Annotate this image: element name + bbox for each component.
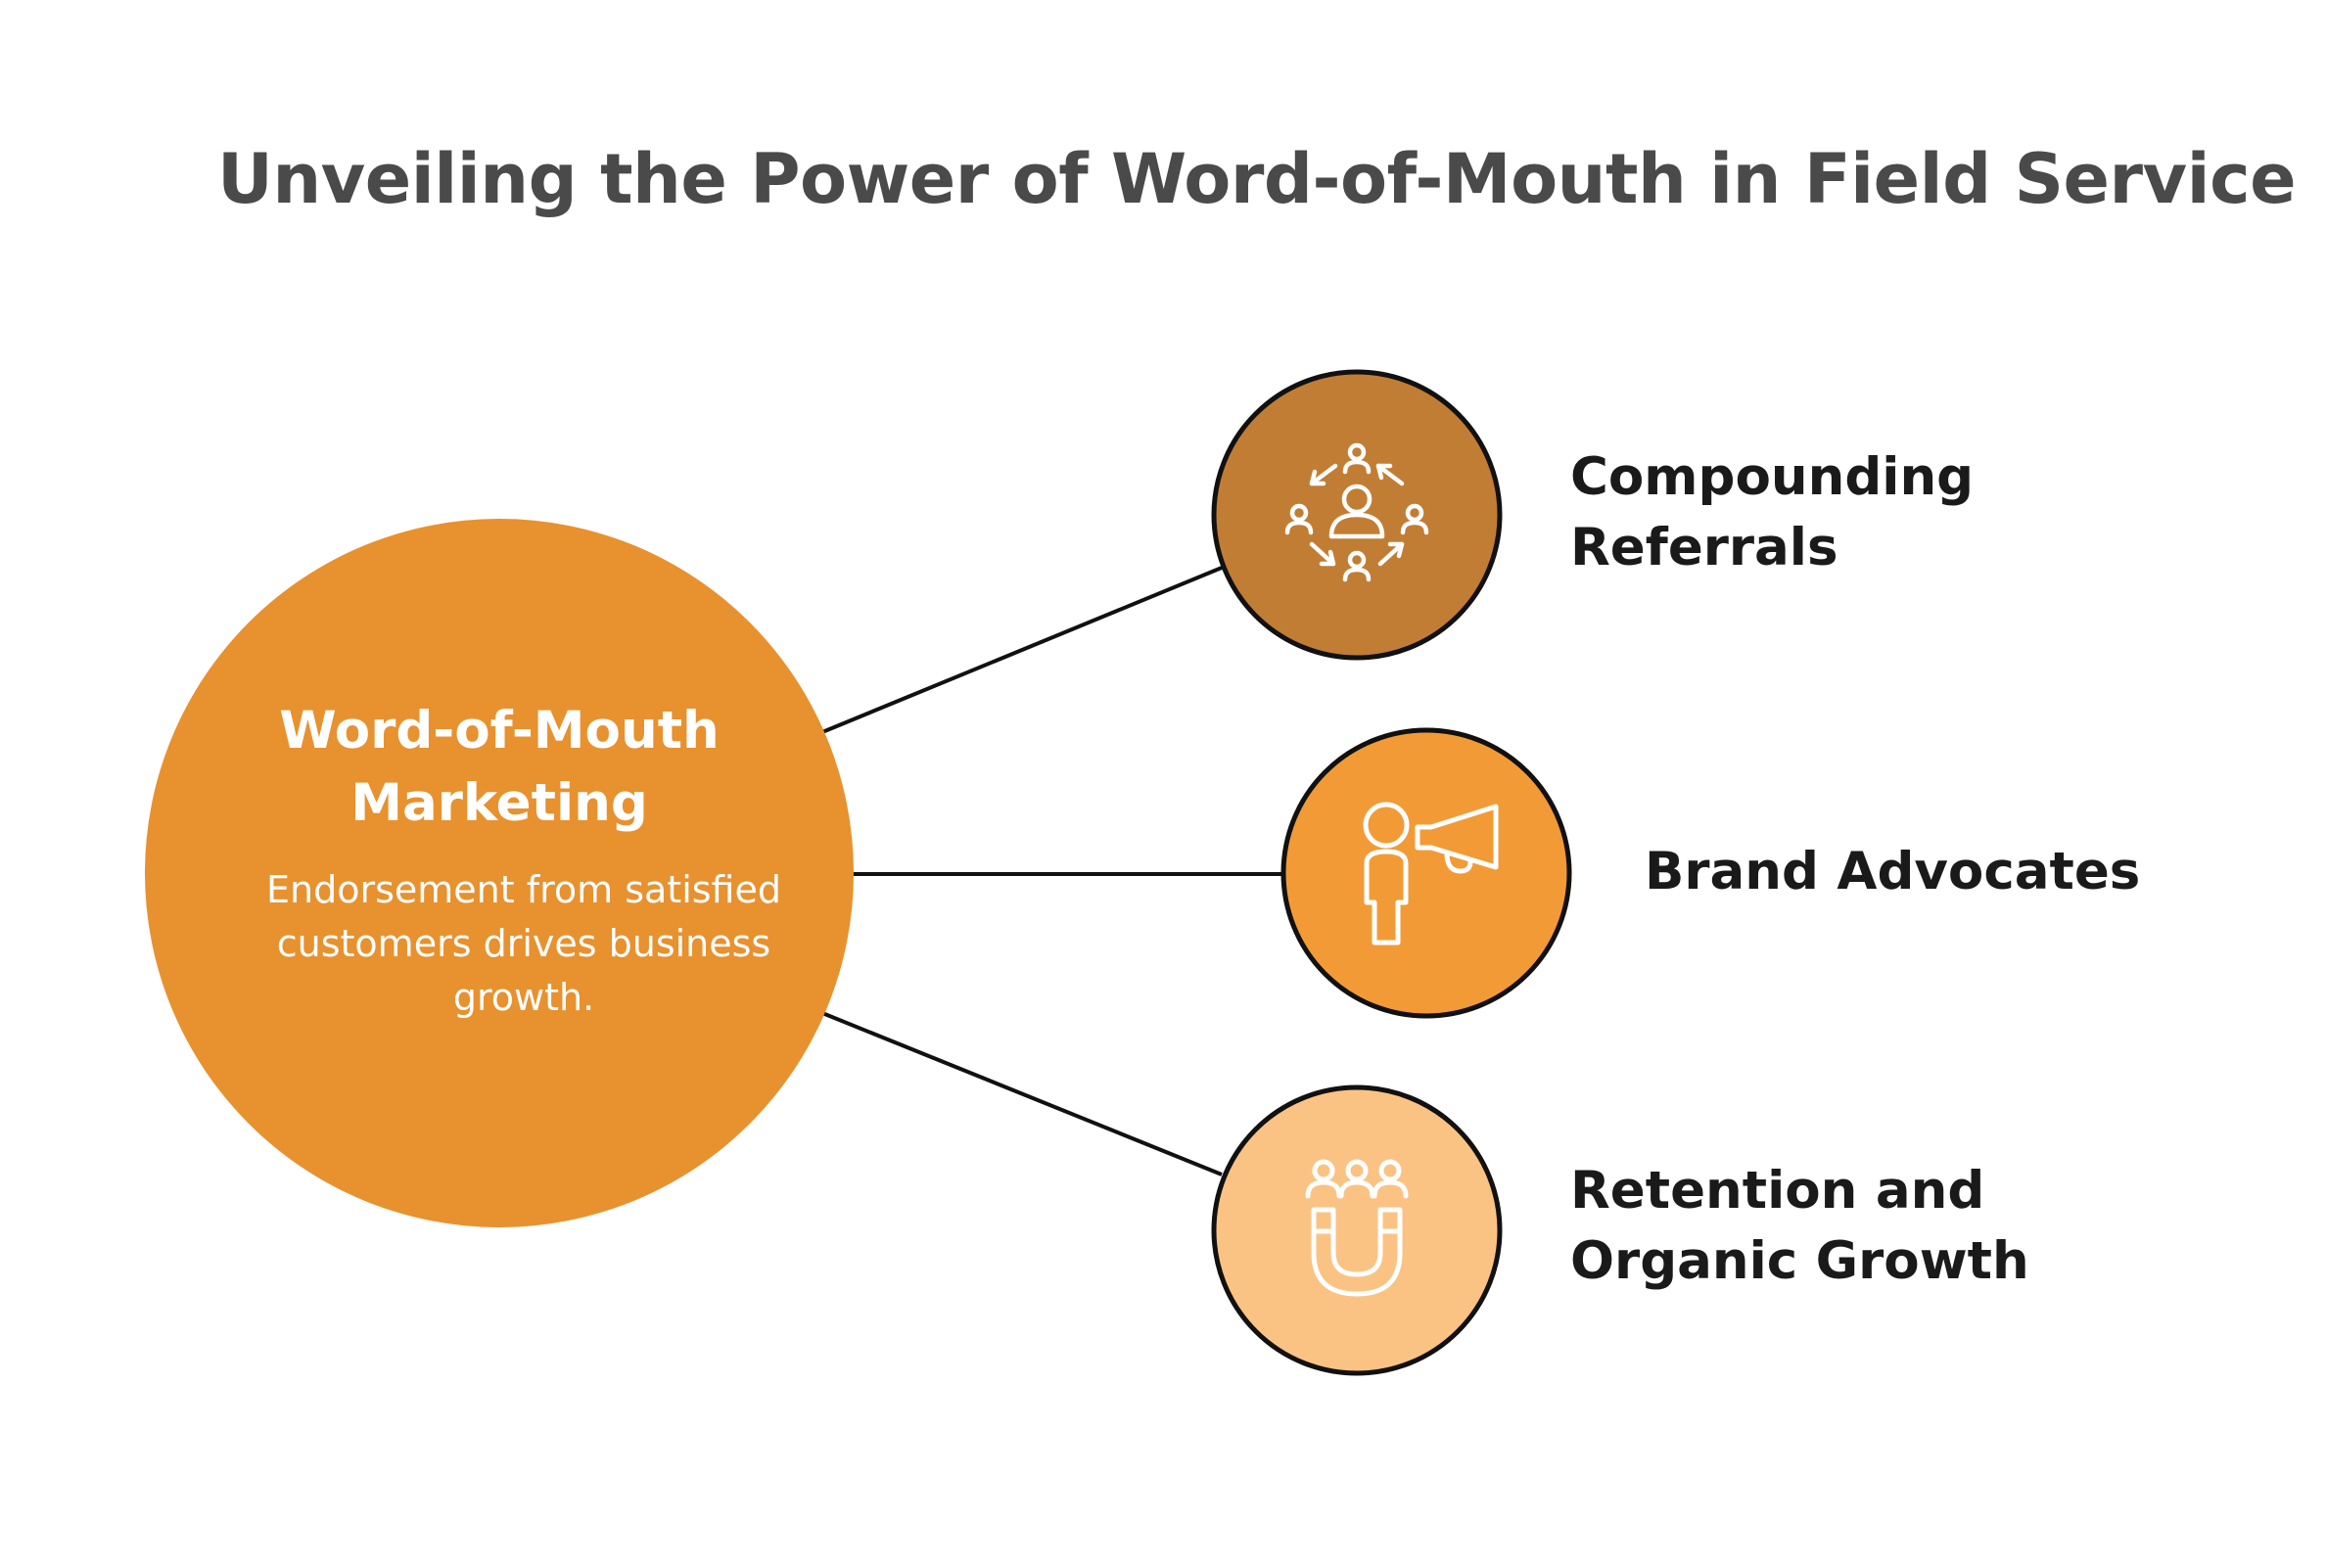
branch-label-line2: Referrals — [1570, 518, 1838, 577]
branch-label-brand-advocates: Brand Advocates — [1645, 837, 2140, 907]
referral-cycle-icon — [1284, 442, 1429, 582]
branch-label-retention-growth: Retention and Organic Growth — [1570, 1156, 2029, 1297]
connector-top — [821, 566, 1223, 734]
connector-bottom — [821, 1011, 1223, 1176]
page-title: Unveiling the Power of Word-of-Mouth in … — [217, 139, 2297, 219]
branch-circle-retention-growth — [1211, 1084, 1503, 1376]
magnet-people-icon — [1305, 1159, 1409, 1297]
hub-title: Word-of-Mouth Marketing — [196, 695, 803, 840]
hub-description: Endorsement from satisfied customers dri… — [265, 868, 781, 1019]
branch-circle-brand-advocates — [1280, 727, 1572, 1019]
branch-label-compounding-referrals: Compounding Referrals — [1570, 442, 1974, 583]
branch-label-line1: Compounding — [1570, 447, 1975, 507]
megaphone-person-icon — [1363, 802, 1499, 945]
branch-label-line2: Organic Growth — [1570, 1231, 2029, 1291]
hub-circle — [145, 519, 854, 1227]
hub-text-block: Word-of-Mouth Marketing Endorsement from… — [196, 695, 803, 1025]
branch-label-line1: Brand Advocates — [1645, 842, 2141, 901]
hub-title-line2: Marketing — [350, 773, 648, 833]
branch-label-line1: Retention and — [1570, 1161, 1985, 1221]
hub-title-line1: Word-of-Mouth — [279, 701, 720, 761]
